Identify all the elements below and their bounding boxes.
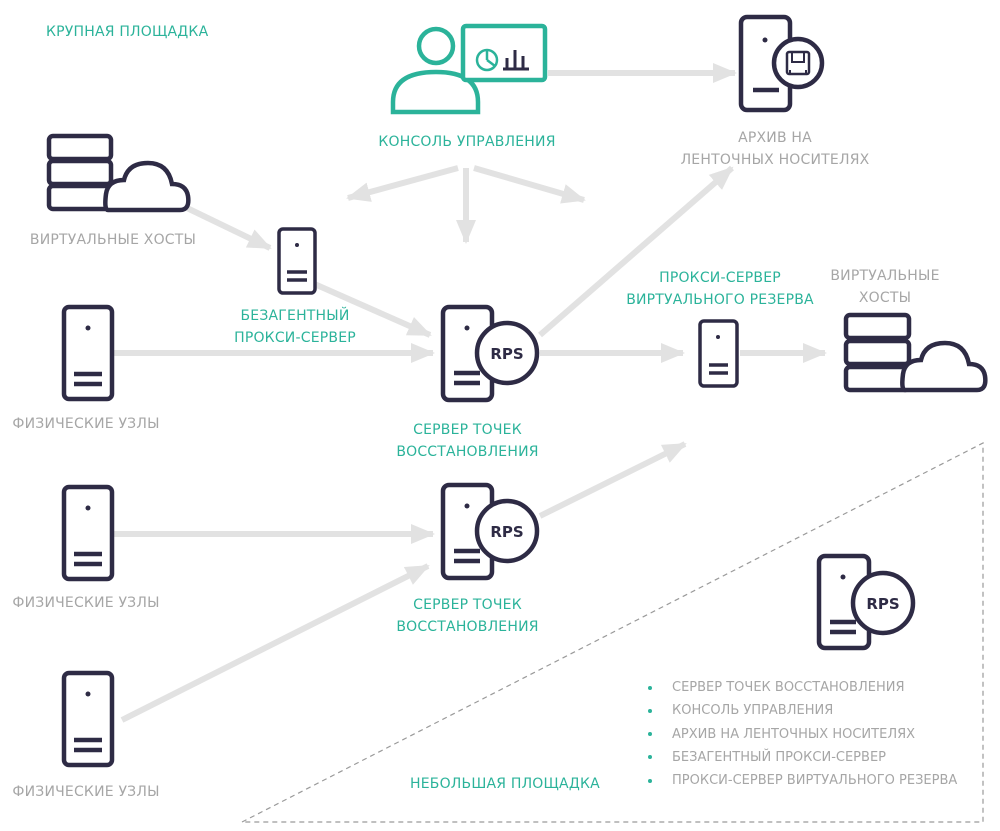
rps-badge-2: RPS xyxy=(490,523,523,541)
tape-archive-label-line1: АРХИВ НА xyxy=(738,130,812,146)
physical-node-3-icon xyxy=(61,670,115,768)
tape-archive-label-line2: ЛЕНТОЧНЫХ НОСИТЕЛЯХ xyxy=(680,152,870,168)
legend-item: АРХИВ НА ЛЕНТОЧНЫХ НОСИТЕЛЯХ xyxy=(648,723,957,746)
virtual-standby-proxy-label: ПРОКСИ-СЕРВЕР ВИРТУАЛЬНОГО РЕЗЕРВА xyxy=(615,267,825,311)
large-site-title: КРУПНАЯ ПЛОЩАДКА xyxy=(46,24,209,40)
console-label-line1: КОНСОЛЬ УПРАВЛЕНИЯ xyxy=(378,134,556,150)
virtual-standby-proxy-label-line2: ВИРТУАЛЬНОГО РЕЗЕРВА xyxy=(626,292,814,308)
console-label: КОНСОЛЬ УПРАВЛЕНИЯ xyxy=(372,131,562,153)
virtual-hosts-right-icon xyxy=(843,312,988,393)
virtual-standby-proxy-label-line1: ПРОКСИ-СЕРВЕР xyxy=(659,270,781,286)
legend-item-label: БЕЗАГЕНТНЫЙ ПРОКСИ-СЕРВЕР xyxy=(672,749,886,765)
virtual-standby-proxy-icon xyxy=(698,319,739,388)
legend-item: КОНСОЛЬ УПРАВЛЕНИЯ xyxy=(648,699,957,722)
rps-server-small-icon xyxy=(816,553,916,651)
rps-badge-small: RPS xyxy=(866,595,899,613)
agentless-proxy-label-line1: БЕЗАГЕНТНЫЙ xyxy=(240,308,350,324)
bullet-dot xyxy=(648,732,652,737)
arrow-proxy-to-rps xyxy=(308,279,432,338)
bullet-dot xyxy=(648,685,652,690)
legend-item-label: АРХИВ НА ЛЕНТОЧНЫХ НОСИТЕЛЯХ xyxy=(672,726,916,742)
rps-server-1-label-line1: СЕРВЕР ТОЧЕК xyxy=(413,422,522,438)
agentless-proxy-icon xyxy=(277,227,317,295)
legend-item-label: СЕРВЕР ТОЧЕК ВОССТАНОВЛЕНИЯ xyxy=(672,680,905,695)
arrow-vhosts-to-proxy xyxy=(185,205,272,251)
arrow-rps2-to-standby-proxy xyxy=(538,441,687,519)
arrow-console-left xyxy=(346,165,459,202)
arrow-physical3-to-rps2 xyxy=(120,563,430,723)
rps-server-2-label-line1: СЕРВЕР ТОЧЕК xyxy=(413,597,522,613)
rps-server-2-label-line2: ВОССТАНОВЛЕНИЯ xyxy=(396,619,539,635)
agentless-proxy-label: БЕЗАГЕНТНЫЙ ПРОКСИ-СЕРВЕР xyxy=(215,305,375,349)
bullet-dot xyxy=(648,755,652,760)
virtual-hosts-left-icon xyxy=(46,133,191,213)
tape-archive-label: АРХИВ НА ЛЕНТОЧНЫХ НОСИТЕЛЯХ xyxy=(670,127,880,171)
rps-server-1-icon xyxy=(440,304,540,403)
virtual-hosts-right-label-line1: ВИРТУАЛЬНЫЕ xyxy=(830,268,940,284)
rps-server-2-label: СЕРВЕР ТОЧЕК ВОССТАНОВЛЕНИЯ xyxy=(380,594,555,638)
physical-nodes-2-label: ФИЗИЧЕСКИЕ УЗЛЫ xyxy=(12,595,160,611)
bullet-dot xyxy=(648,778,652,783)
legend-item: ПРОКСИ-СЕРВЕР ВИРТУАЛЬНОГО РЕЗЕРВА xyxy=(648,769,957,792)
virtual-hosts-right-label-line2: ХОСТЫ xyxy=(858,290,912,306)
physical-nodes-1-label: ФИЗИЧЕСКИЕ УЗЛЫ xyxy=(12,416,160,432)
legend-item-label: КОНСОЛЬ УПРАВЛЕНИЯ xyxy=(672,703,834,719)
small-site-boundary xyxy=(241,442,984,823)
small-site-component-list: СЕРВЕР ТОЧЕК ВОССТАНОВЛЕНИЯ КОНСОЛЬ УПРА… xyxy=(648,676,957,792)
virtual-hosts-left-label: ВИРТУАЛЬНЫЕ ХОСТЫ xyxy=(29,232,197,248)
rps-badge-1: RPS xyxy=(490,345,523,363)
physical-nodes-3-label: ФИЗИЧЕСКИЕ УЗЛЫ xyxy=(12,784,160,800)
rps-server-2-icon xyxy=(440,482,540,581)
arrow-console-right xyxy=(473,165,586,204)
arrow-rps-to-tape xyxy=(538,165,734,338)
tape-archive-icon xyxy=(738,14,825,113)
rps-server-1-label-line2: ВОССТАНОВЛЕНИЯ xyxy=(396,444,539,460)
small-site-title: НЕБОЛЬШАЯ ПЛОЩАДКА xyxy=(410,776,600,792)
legend-item: БЕЗАГЕНТНЫЙ ПРОКСИ-СЕРВЕР xyxy=(648,746,957,769)
bullet-dot xyxy=(648,708,652,713)
physical-node-2-icon xyxy=(61,484,115,582)
rps-server-1-label: СЕРВЕР ТОЧЕК ВОССТАНОВЛЕНИЯ xyxy=(380,419,555,463)
physical-node-1-icon xyxy=(61,304,115,402)
management-console-icon xyxy=(390,23,548,115)
agentless-proxy-label-line2: ПРОКСИ-СЕРВЕР xyxy=(234,330,356,346)
legend-item: СЕРВЕР ТОЧЕК ВОССТАНОВЛЕНИЯ xyxy=(648,676,957,699)
virtual-hosts-right-label: ВИРТУАЛЬНЫЕ ХОСТЫ xyxy=(810,265,960,309)
legend-item-label: ПРОКСИ-СЕРВЕР ВИРТУАЛЬНОГО РЕЗЕРВА xyxy=(672,773,958,789)
